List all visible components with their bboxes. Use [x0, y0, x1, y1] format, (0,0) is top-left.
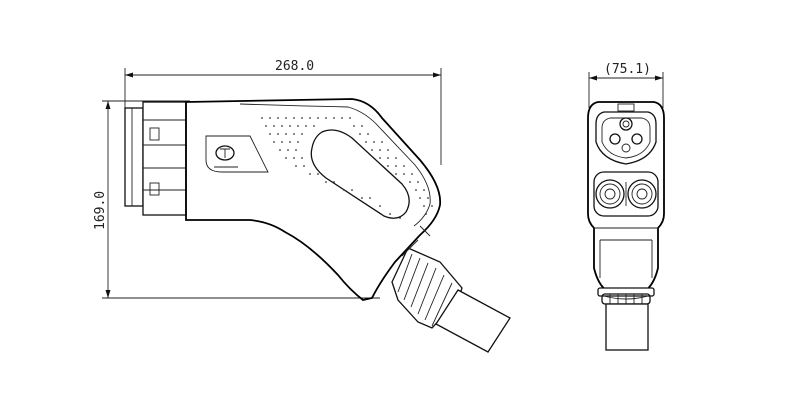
dc-sockets	[593, 171, 659, 217]
handle-body	[185, 98, 442, 301]
grip-texture	[261, 117, 433, 219]
front-view: (75.1)	[587, 62, 665, 351]
height-dimension-label: 169.0	[93, 191, 108, 230]
side-view: 268.0 169.0	[93, 59, 511, 353]
length-dimension: 268.0	[124, 59, 442, 165]
front-neck	[594, 227, 658, 278]
front-strain-relief	[597, 287, 655, 351]
height-dimension: 169.0	[93, 100, 380, 299]
width-dimension: (75.1)	[588, 62, 664, 108]
width-dimension-label: (75.1)	[604, 62, 651, 77]
cable-strain-relief	[391, 225, 511, 353]
upper-socket	[595, 103, 657, 165]
length-dimension-label: 268.0	[275, 59, 314, 74]
connector-head	[124, 101, 187, 216]
brand-emblem-icon	[214, 145, 238, 168]
